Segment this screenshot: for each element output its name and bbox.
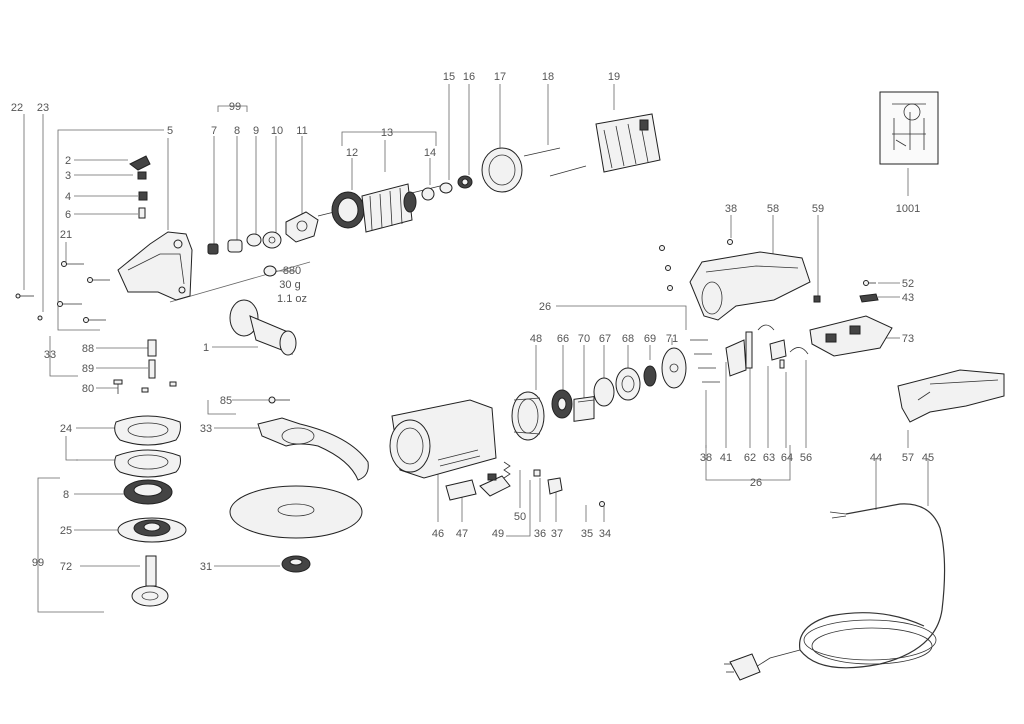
- label-99-bottom: 99: [32, 557, 44, 569]
- label-25: 25: [60, 525, 72, 537]
- label-6: 6: [65, 209, 71, 221]
- parts-drawings: [15, 91, 1005, 681]
- label-8-top: 8: [234, 125, 240, 137]
- label-57: 57: [902, 452, 914, 464]
- label-26-center: 26: [539, 301, 551, 313]
- label-3: 3: [65, 170, 71, 182]
- label-99-top: 99: [229, 101, 241, 113]
- label-43: 43: [902, 292, 914, 304]
- label-50: 50: [514, 511, 526, 523]
- label-44: 44: [870, 452, 882, 464]
- label-46: 46: [432, 528, 444, 540]
- label-89: 89: [82, 363, 94, 375]
- label-36: 36: [534, 528, 546, 540]
- part-labels: 22 23 5 2 3 4 6 21 99 7 8 9 10 11 880 30…: [11, 71, 934, 573]
- label-31: 31: [200, 561, 212, 573]
- label-24: 24: [60, 423, 72, 435]
- label-9: 9: [253, 125, 259, 137]
- label-52: 52: [902, 278, 914, 290]
- label-2: 2: [65, 155, 71, 167]
- label-26-right: 26: [750, 477, 762, 489]
- label-14: 14: [424, 147, 436, 159]
- label-16: 16: [463, 71, 475, 83]
- label-49: 49: [492, 528, 504, 540]
- label-38-top: 38: [725, 203, 737, 215]
- label-73: 73: [902, 333, 914, 345]
- label-35: 35: [581, 528, 593, 540]
- label-48: 48: [530, 333, 542, 345]
- label-19: 19: [608, 71, 620, 83]
- label-70: 70: [578, 333, 590, 345]
- label-7: 7: [211, 125, 217, 137]
- label-22: 22: [11, 102, 23, 114]
- label-64: 64: [781, 452, 793, 464]
- label-4: 4: [65, 191, 71, 203]
- label-58: 58: [767, 203, 779, 215]
- label-68: 68: [622, 333, 634, 345]
- label-34: 34: [599, 528, 611, 540]
- label-880: 880: [283, 265, 301, 277]
- label-69: 69: [644, 333, 656, 345]
- label-1001: 1001: [896, 203, 920, 215]
- label-37: 37: [551, 528, 563, 540]
- label-67: 67: [599, 333, 611, 345]
- label-41: 41: [720, 452, 732, 464]
- label-12: 12: [346, 147, 358, 159]
- label-33-left: 33: [44, 349, 56, 361]
- label-85: 85: [220, 395, 232, 407]
- label-13: 13: [381, 127, 393, 139]
- label-45: 45: [922, 452, 934, 464]
- grease-amount-oz: 1.1 oz: [277, 293, 307, 305]
- label-17: 17: [494, 71, 506, 83]
- label-5: 5: [167, 125, 173, 137]
- label-88: 88: [82, 343, 94, 355]
- grease-amount: 30 g: [279, 279, 300, 291]
- leader-lines: [23, 84, 929, 613]
- label-80: 80: [82, 383, 94, 395]
- label-1: 1: [203, 342, 209, 354]
- label-56: 56: [800, 452, 812, 464]
- label-71: 71: [666, 333, 678, 345]
- label-11: 11: [296, 125, 307, 137]
- label-72: 72: [60, 561, 72, 573]
- label-59: 59: [812, 203, 824, 215]
- label-63: 63: [763, 452, 775, 464]
- label-23: 23: [37, 102, 49, 114]
- label-21: 21: [60, 229, 72, 241]
- label-62: 62: [744, 452, 756, 464]
- label-8-bottom: 8: [63, 489, 69, 501]
- label-10: 10: [271, 125, 283, 137]
- label-38-bottom: 38: [700, 452, 712, 464]
- label-15: 15: [443, 71, 455, 83]
- label-33-guard: 33: [200, 423, 212, 435]
- label-66: 66: [557, 333, 569, 345]
- label-18: 18: [542, 71, 554, 83]
- label-47: 47: [456, 528, 468, 540]
